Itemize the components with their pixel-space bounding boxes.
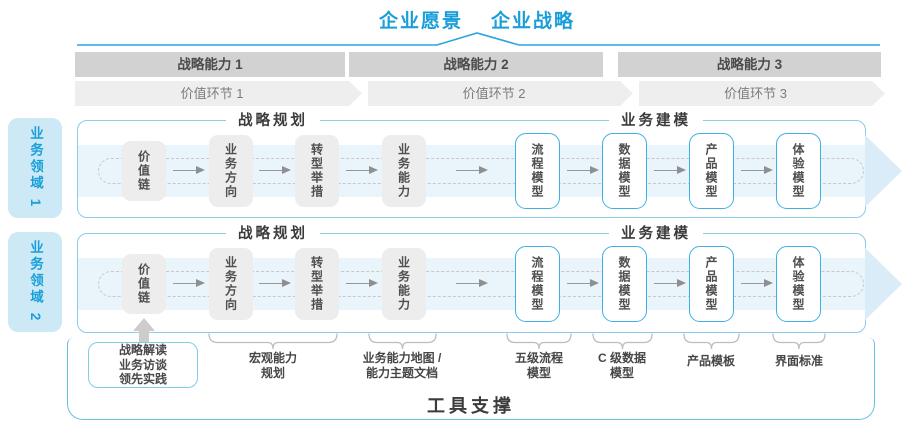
deliverable-process-model: 五级流程 模型 [514, 351, 564, 380]
flow-band-arrowhead-icon [865, 248, 902, 320]
dashed-flow-outline [98, 158, 864, 184]
business-domain-1-flow-row: 价值链 业务方向 转型举措 业务能力 流程模型 数据模型 产品模型 体验模型 战… [77, 111, 902, 218]
box-data-model: 数据模型 [602, 133, 647, 209]
box-transformation-initiative: 转型举措 [295, 248, 339, 320]
business-domain-2-label: 业务领域 2 [28, 240, 43, 324]
strategic-capability-3: 战略能力 3 [618, 52, 881, 77]
peak-line [77, 32, 880, 46]
right-arrow-icon [456, 278, 488, 287]
right-arrow-icon [346, 165, 378, 174]
box-product-model: 产品模型 [689, 246, 734, 322]
vision-title: 企业愿景 [378, 11, 463, 32]
right-arrow-icon [173, 165, 205, 174]
deliverable-c-level-data-model: C 级数据 模型 [597, 351, 647, 380]
strategy-input-callout: 战略解读 业务访谈 领先实践 [88, 342, 198, 388]
box-transformation-initiative: 转型举措 [295, 135, 339, 207]
box-experience-model: 体验模型 [776, 246, 821, 322]
right-arrow-icon [654, 165, 686, 174]
business-domain-2: 业务领域 2 [8, 232, 62, 332]
right-arrow-icon [567, 165, 599, 174]
brace [683, 333, 740, 349]
business-domain-2-flow-row: 价值链 业务方向 转型举措 业务能力 流程模型 数据模型 产品模型 体验模型 战… [77, 224, 902, 333]
value-link-3: 价值环节 3 [639, 81, 885, 106]
box-process-model: 流程模型 [515, 133, 560, 209]
brace [772, 333, 826, 349]
box-business-direction: 业务方向 [209, 248, 253, 320]
flow-band-arrowhead-icon [865, 135, 902, 207]
strategic-capability-2: 战略能力 2 [349, 52, 603, 77]
business-domain-1: 业务领域 1 [8, 118, 62, 218]
brace [506, 333, 572, 349]
right-arrow-icon [654, 278, 686, 287]
brace [368, 333, 437, 349]
box-value-chain: 价值链 [122, 141, 166, 201]
deliverable-product-template: 产品模板 [686, 354, 736, 368]
strategic-capability-1: 战略能力 1 [75, 52, 345, 77]
up-arrow-stem [139, 330, 149, 343]
header-strategic-planning: 战略规划 [226, 224, 320, 244]
tool-support-container [67, 338, 875, 420]
right-arrow-icon [346, 278, 378, 287]
deliverable-macro-capability-planning: 宏观能力 规划 [248, 351, 298, 380]
box-business-direction: 业务方向 [209, 135, 253, 207]
right-arrow-icon [259, 278, 291, 287]
box-business-capability: 业务能力 [382, 248, 426, 320]
right-arrow-icon [456, 165, 488, 174]
header-strategic-planning: 战略规划 [226, 111, 320, 131]
strategy-title: 企业战略 [491, 11, 576, 32]
tool-support-title: 工具支撑 [427, 396, 515, 416]
up-arrow-icon [133, 318, 155, 331]
right-arrow-icon [741, 165, 773, 174]
right-arrow-icon [567, 278, 599, 287]
brace [208, 333, 338, 349]
box-data-model: 数据模型 [602, 246, 647, 322]
dashed-flow-outline [98, 271, 864, 297]
deliverable-capability-map: 业务能力地图 / 能力主题文档 [362, 351, 442, 380]
header-business-modeling: 业务建模 [609, 224, 703, 244]
header-business-modeling: 业务建模 [609, 111, 703, 131]
box-process-model: 流程模型 [515, 246, 560, 322]
deliverable-ui-standard: 界面标准 [774, 354, 824, 368]
box-business-capability: 业务能力 [382, 135, 426, 207]
right-arrow-icon [173, 278, 205, 287]
brace [592, 333, 653, 349]
box-product-model: 产品模型 [689, 133, 734, 209]
box-experience-model: 体验模型 [776, 133, 821, 209]
value-link-2: 价值环节 2 [368, 81, 633, 106]
box-value-chain: 价值链 [122, 254, 166, 314]
value-link-1: 价值环节 1 [75, 81, 362, 106]
page-title: 企业愿景 企业战略 [379, 6, 575, 33]
right-arrow-icon [259, 165, 291, 174]
business-domain-1-label: 业务领域 1 [28, 126, 43, 210]
right-arrow-icon [741, 278, 773, 287]
